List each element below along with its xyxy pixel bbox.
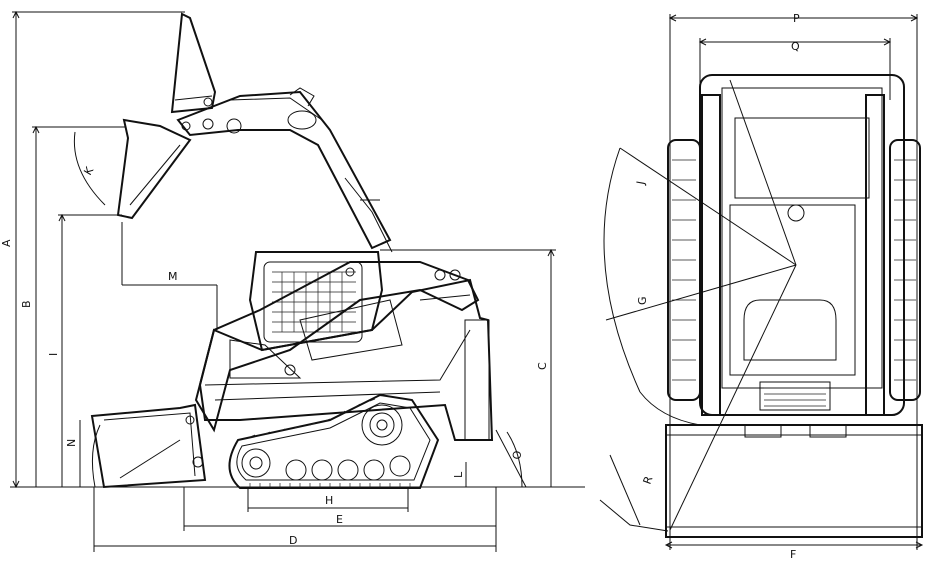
- label-n: N: [65, 439, 78, 447]
- mid-bucket: [116, 118, 192, 220]
- lowered-bucket: [90, 403, 207, 489]
- front-view: P Q J G R F: [599, 12, 924, 561]
- label-b: B: [20, 300, 33, 308]
- left-track: [667, 139, 701, 401]
- label-r: R: [641, 474, 656, 486]
- lowered-lift-arm: [194, 261, 480, 433]
- label-f: F: [790, 548, 796, 561]
- label-e: E: [336, 513, 343, 526]
- raised-lift-arm: [176, 90, 392, 250]
- radiator: [759, 381, 831, 411]
- label-c: C: [536, 362, 549, 370]
- front-bucket: [665, 424, 923, 538]
- label-i: I: [47, 353, 60, 356]
- label-o: O: [510, 449, 524, 460]
- angle-k-arc: [73, 131, 106, 206]
- label-m: M: [168, 270, 178, 283]
- cab-opening: [743, 299, 837, 361]
- label-d: D: [289, 534, 297, 547]
- machine-body: [198, 267, 494, 441]
- label-g: G: [636, 296, 649, 305]
- side-view: A B I N K M C H E D L O: [0, 10, 585, 552]
- label-p: P: [793, 12, 800, 25]
- drive-sprocket: [361, 404, 403, 446]
- track: [228, 393, 440, 489]
- label-h: H: [325, 494, 333, 507]
- raised-bucket: [170, 12, 217, 114]
- label-a: A: [0, 239, 13, 247]
- right-track: [889, 139, 921, 401]
- label-j: J: [634, 180, 648, 186]
- front-frame: [699, 74, 905, 416]
- cab: [248, 251, 384, 352]
- label-q: Q: [791, 40, 800, 53]
- angle-j-arc: [603, 147, 641, 393]
- idler-wheel: [241, 448, 271, 478]
- label-l: L: [452, 471, 465, 478]
- label-k: K: [81, 164, 96, 177]
